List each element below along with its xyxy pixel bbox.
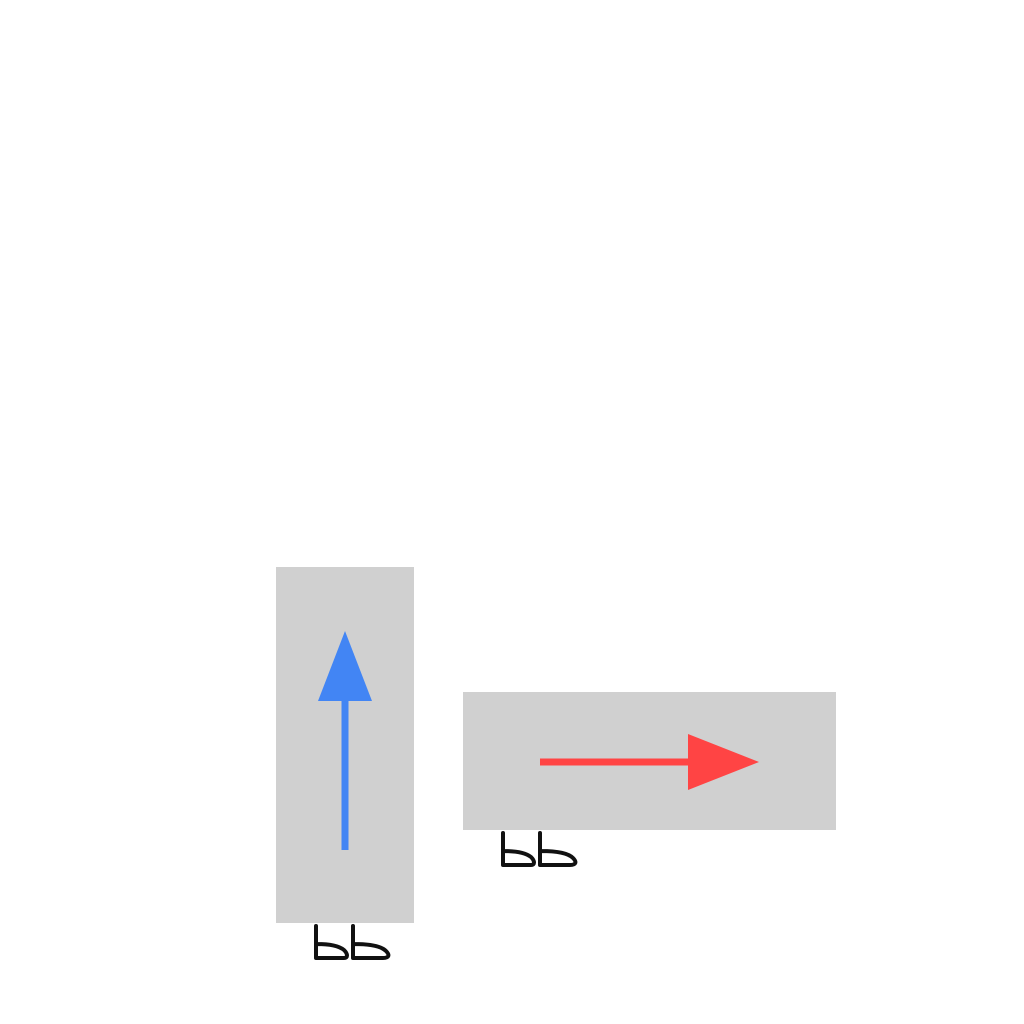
right-arrow [463, 692, 836, 830]
up-arrow [276, 567, 414, 923]
up-arrow-head [318, 631, 372, 701]
handwritten-mark-horizontal-path [501, 831, 578, 867]
handwritten-mark-vertical-path [314, 924, 391, 960]
horizontal-panel [463, 692, 836, 830]
handwritten-mark-horizontal [501, 831, 578, 867]
vertical-panel [276, 567, 414, 923]
right-arrow-head [688, 734, 759, 790]
handwritten-mark-vertical [314, 924, 391, 960]
